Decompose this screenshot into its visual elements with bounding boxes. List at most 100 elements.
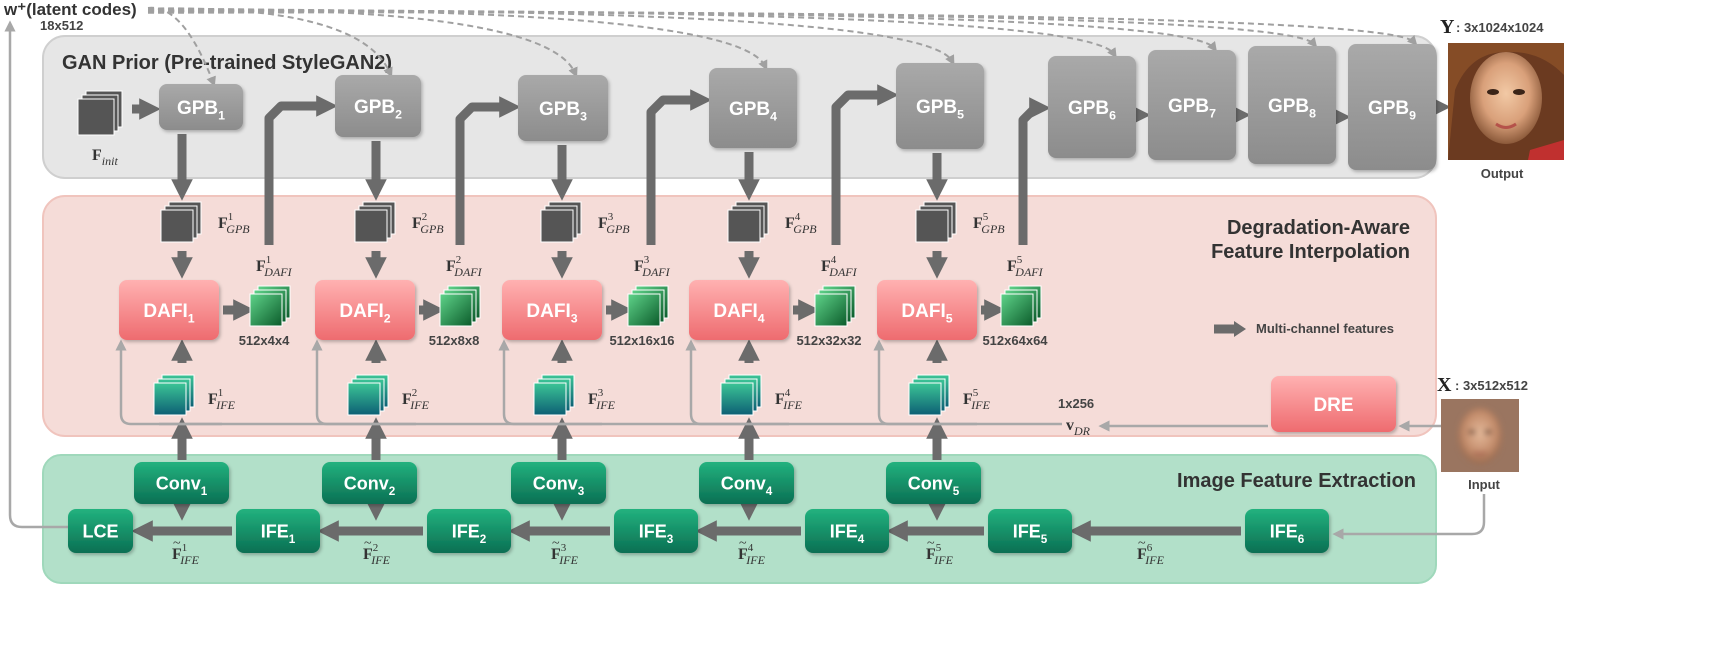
gpb-node-4: GPB4 [709,68,797,148]
gpb-node-7: GPB7 [1148,50,1236,160]
gpb-node-6-label: GPB6 [1068,98,1116,123]
arrow-fdafi3-gpb4 [646,89,712,245]
fife-feature-stack-3 [533,374,575,416]
ife-node-1-label: IFE1 [261,521,296,545]
vdr-label: vDR [1066,417,1091,438]
conv-node-1-label: Conv1 [156,473,208,497]
finit-label: Finit [92,147,118,168]
gpb-node-5-label: GPB5 [916,97,964,122]
dafi-dims-5: 512x64x64 [982,333,1048,348]
arrow-lce-latent [4,20,68,529]
dafi-node-5: DAFI5 [877,280,977,340]
conv-node-5: Conv5 [886,462,981,504]
ife-node-2-label: IFE2 [452,521,487,545]
dafi-dims-3: 512x16x16 [609,333,674,348]
dre-node-label: DRE [1313,395,1353,416]
conv-node-1: Conv1 [134,462,229,504]
legend-label: Multi-channel features [1256,321,1394,336]
tilde-fife-label-1-tilde: ~ [173,536,181,551]
output-symbol: Y [1440,16,1455,38]
gpb-node-1: GPB1 [159,84,243,130]
gpb-node-2: GPB2 [335,75,421,137]
fgpb-feature-stack-4 [727,201,769,243]
output-dims: : 3x1024x1024 [1456,20,1544,35]
fdafi-feature-stack-3 [627,285,669,327]
tilde-fife-label-4-tilde: ~ [739,536,747,551]
input-symbol: X [1437,374,1452,396]
ife-node-6: IFE6 [1245,509,1329,553]
vdr-dims: 1x256 [1058,396,1094,411]
ife-node-6-label: IFE6 [1270,521,1305,545]
gpb-node-9-label: GPB9 [1368,98,1416,123]
dre-node: DRE [1271,376,1396,432]
ife-node-4: IFE4 [805,509,889,553]
ife-node-5-label: IFE5 [1013,521,1048,545]
legend: Multi-channel features [1214,321,1394,337]
dafi-dims-1: 512x4x4 [239,333,290,348]
gpb-node-2-label: GPB2 [354,97,402,122]
conv-node-2-label: Conv2 [344,473,396,497]
dafi-dims-2: 512x8x8 [429,333,480,348]
conv-node-5-label: Conv5 [908,473,960,497]
dafi-node-4: DAFI4 [689,280,789,340]
gpb-node-6: GPB6 [1048,56,1136,158]
nodes: GPB1 GPB2 GPB3 GPB4 GPB5 GPB6 GPB7 GPB8 GPB9DAFI… [68,44,1436,553]
ife-panel-title: Image Feature Extraction [1177,470,1416,492]
dafi-node-4-label: DAFI4 [713,301,764,326]
fdafi-feature-stack-4 [814,285,856,327]
fdafi-feature-stack-5 [1000,285,1042,327]
fgpb-feature-stack-5 [915,201,957,243]
input-dims: : 3x512x512 [1455,378,1528,393]
vdr-arrow-dafi-1 [115,339,222,426]
conv-node-3: Conv3 [511,462,606,504]
gpb-node-3-label: GPB3 [539,99,587,124]
arrow-fdafi2-gpb3 [455,96,521,245]
gpb-node-8-label: GPB8 [1268,96,1316,121]
gan-panel-title: GAN Prior (Pre-trained StyleGAN2) [62,52,392,74]
fgpb-feature-stack-1 [160,201,202,243]
latent-codes-label: w⁺(latent codes) [3,0,137,19]
latent-dims: 18x512 [40,18,83,33]
gpb-node-8: GPB8 [1248,46,1336,164]
fdafi-feature-stack-1 [249,285,291,327]
dafi-node-2: DAFI2 [315,280,415,340]
input-caption: Input [1468,477,1500,492]
conv-node-3-label: Conv3 [533,473,585,497]
fgpb-feature-stack-3 [540,201,582,243]
input-face-image [1441,399,1519,472]
finit-feature-stack [77,90,123,136]
ife-node-1: IFE1 [236,509,320,553]
dafi-node-3: DAFI3 [502,280,602,340]
tilde-fife-label-6-tilde: ~ [1138,536,1146,551]
dafi-node-5-label: DAFI5 [901,301,952,326]
lce-node: LCE [68,509,133,553]
latent-dashed-arrow-5 [147,9,955,66]
fdafi-feature-stack-2 [439,285,481,327]
gpb-node-3: GPB3 [518,75,608,141]
arrow-fdafi5-gpb6 [1018,97,1051,245]
ife-node-5: IFE5 [988,509,1072,553]
conv-node-2: Conv2 [322,462,417,504]
gpb-node-5: GPB5 [896,63,984,149]
dafi-panel-title-line1: Degradation-Aware [1227,217,1410,239]
conv-node-4-label: Conv4 [721,473,773,497]
conv-node-4: Conv4 [699,462,794,504]
ife-node-3: IFE3 [614,509,698,553]
gpb-node-4-label: GPB4 [729,99,777,124]
latent-dashed-arrow-9 [147,11,1418,46]
